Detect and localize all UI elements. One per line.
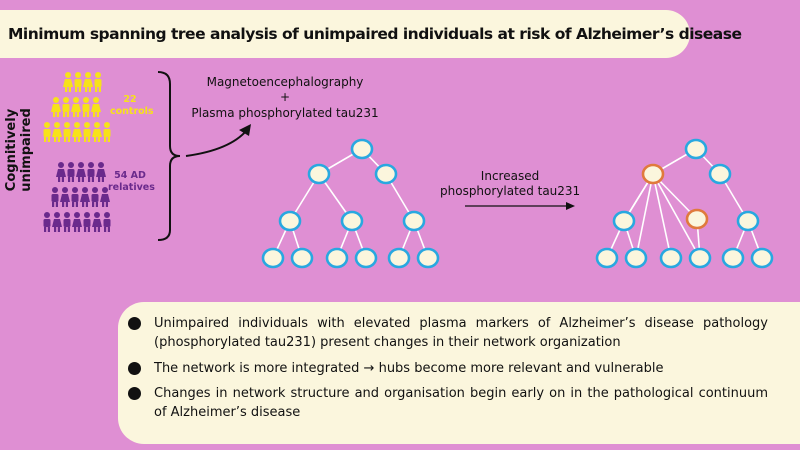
person-icon bbox=[83, 212, 91, 232]
tree-node bbox=[750, 247, 774, 269]
transition-label-line2: phosphorylated tau231 bbox=[440, 184, 581, 198]
network-tree-baseline bbox=[261, 138, 440, 269]
tree-node bbox=[721, 247, 745, 269]
tree-node bbox=[325, 247, 349, 269]
person-icon bbox=[52, 212, 62, 232]
person-icon bbox=[71, 97, 81, 117]
person-icon bbox=[103, 212, 111, 232]
tree-node bbox=[708, 163, 732, 185]
tree-node bbox=[416, 247, 440, 269]
finding-text: The network is more integrated → hubs be… bbox=[154, 361, 664, 376]
relatives-people-icons bbox=[43, 162, 111, 232]
methods-arrowhead bbox=[239, 124, 251, 136]
transition-label-line1: Increased bbox=[480, 169, 540, 183]
tree-node bbox=[736, 210, 760, 232]
person-icon bbox=[100, 187, 110, 207]
person-icon bbox=[72, 212, 82, 232]
person-icon bbox=[91, 187, 99, 207]
method-meg: Magnetoencephalography bbox=[206, 75, 364, 89]
person-icon bbox=[62, 97, 70, 117]
person-icon bbox=[76, 162, 86, 182]
tree-node bbox=[307, 163, 331, 185]
finding-text: Unimpaired individuals with elevated pla… bbox=[154, 316, 768, 350]
person-icon bbox=[82, 97, 90, 117]
person-icon bbox=[72, 122, 82, 142]
tree-node bbox=[402, 210, 426, 232]
person-icon bbox=[71, 187, 79, 207]
cognitively-unimpaired-label: Cognitively unimpaired bbox=[4, 108, 34, 192]
tree-node bbox=[684, 138, 708, 160]
person-icon bbox=[63, 122, 71, 142]
person-icon bbox=[87, 162, 95, 182]
tree-nodes bbox=[595, 138, 774, 269]
tree-node bbox=[278, 210, 302, 232]
finding-item: Changes in network structure and organis… bbox=[128, 384, 768, 422]
person-icon bbox=[56, 162, 66, 182]
tree-node bbox=[659, 247, 683, 269]
person-icon bbox=[60, 187, 70, 207]
person-icon bbox=[52, 122, 62, 142]
person-icon bbox=[94, 72, 102, 92]
relatives-count: 54 AD bbox=[114, 170, 146, 181]
tree-node bbox=[387, 247, 411, 269]
relatives-text: relatives bbox=[108, 182, 155, 193]
method-plus: + bbox=[279, 90, 291, 104]
controls-count-label: 22 controls bbox=[110, 94, 154, 118]
person-icon bbox=[43, 122, 51, 142]
person-icon bbox=[51, 97, 61, 117]
tree-node bbox=[612, 210, 636, 232]
finding-item: The network is more integrated → hubs be… bbox=[128, 359, 768, 378]
methods-curved-arrow bbox=[185, 129, 248, 157]
transition-arrowhead bbox=[566, 202, 575, 210]
tree-edges bbox=[272, 148, 429, 259]
person-icon bbox=[63, 72, 73, 92]
method-ptau: Plasma phosphorylated tau231 bbox=[191, 106, 379, 120]
person-icon bbox=[63, 212, 71, 232]
bullet-icon bbox=[128, 317, 141, 330]
hub-node bbox=[685, 208, 709, 230]
tree-edge bbox=[652, 173, 701, 259]
person-icon bbox=[96, 162, 106, 182]
tree-node bbox=[595, 247, 619, 269]
controls-count: 22 bbox=[123, 94, 137, 105]
tree-node bbox=[290, 247, 314, 269]
tree-edges bbox=[606, 148, 763, 259]
controls-people-icons bbox=[43, 72, 111, 142]
finding-text: Changes in network structure and organis… bbox=[154, 386, 768, 420]
tree-node bbox=[354, 247, 378, 269]
person-icon bbox=[67, 162, 75, 182]
tree-nodes bbox=[261, 138, 440, 269]
group-bracket bbox=[157, 71, 181, 241]
relatives-count-label: 54 AD relatives bbox=[108, 170, 155, 194]
person-icon bbox=[83, 72, 93, 92]
bullet-icon bbox=[128, 362, 141, 375]
person-icon bbox=[92, 122, 102, 142]
person-icon bbox=[74, 72, 82, 92]
title-banner: Minimum spanning tree analysis of unimpa… bbox=[0, 10, 742, 58]
person-icon bbox=[80, 187, 90, 207]
person-icon bbox=[103, 122, 111, 142]
person-icon bbox=[83, 122, 91, 142]
person-icon bbox=[91, 97, 101, 117]
finding-item: Unimpaired individuals with elevated pla… bbox=[128, 314, 768, 352]
tree-edge bbox=[635, 173, 654, 259]
bullet-icon bbox=[128, 387, 141, 400]
tree-node bbox=[261, 247, 285, 269]
tree-node bbox=[350, 138, 374, 160]
page-title: Minimum spanning tree analysis of unimpa… bbox=[8, 25, 742, 43]
hub-node bbox=[641, 163, 665, 185]
person-icon bbox=[92, 212, 102, 232]
person-icon bbox=[43, 212, 51, 232]
network-tree-increased-ptau bbox=[595, 138, 774, 269]
tree-node bbox=[688, 247, 712, 269]
person-icon bbox=[51, 187, 59, 207]
tree-node bbox=[374, 163, 398, 185]
tree-edge bbox=[652, 173, 672, 259]
findings-panel: Unimpaired individuals with elevated pla… bbox=[118, 302, 800, 444]
controls-text: controls bbox=[110, 106, 154, 117]
tree-node bbox=[340, 210, 364, 232]
tree-node bbox=[624, 247, 648, 269]
